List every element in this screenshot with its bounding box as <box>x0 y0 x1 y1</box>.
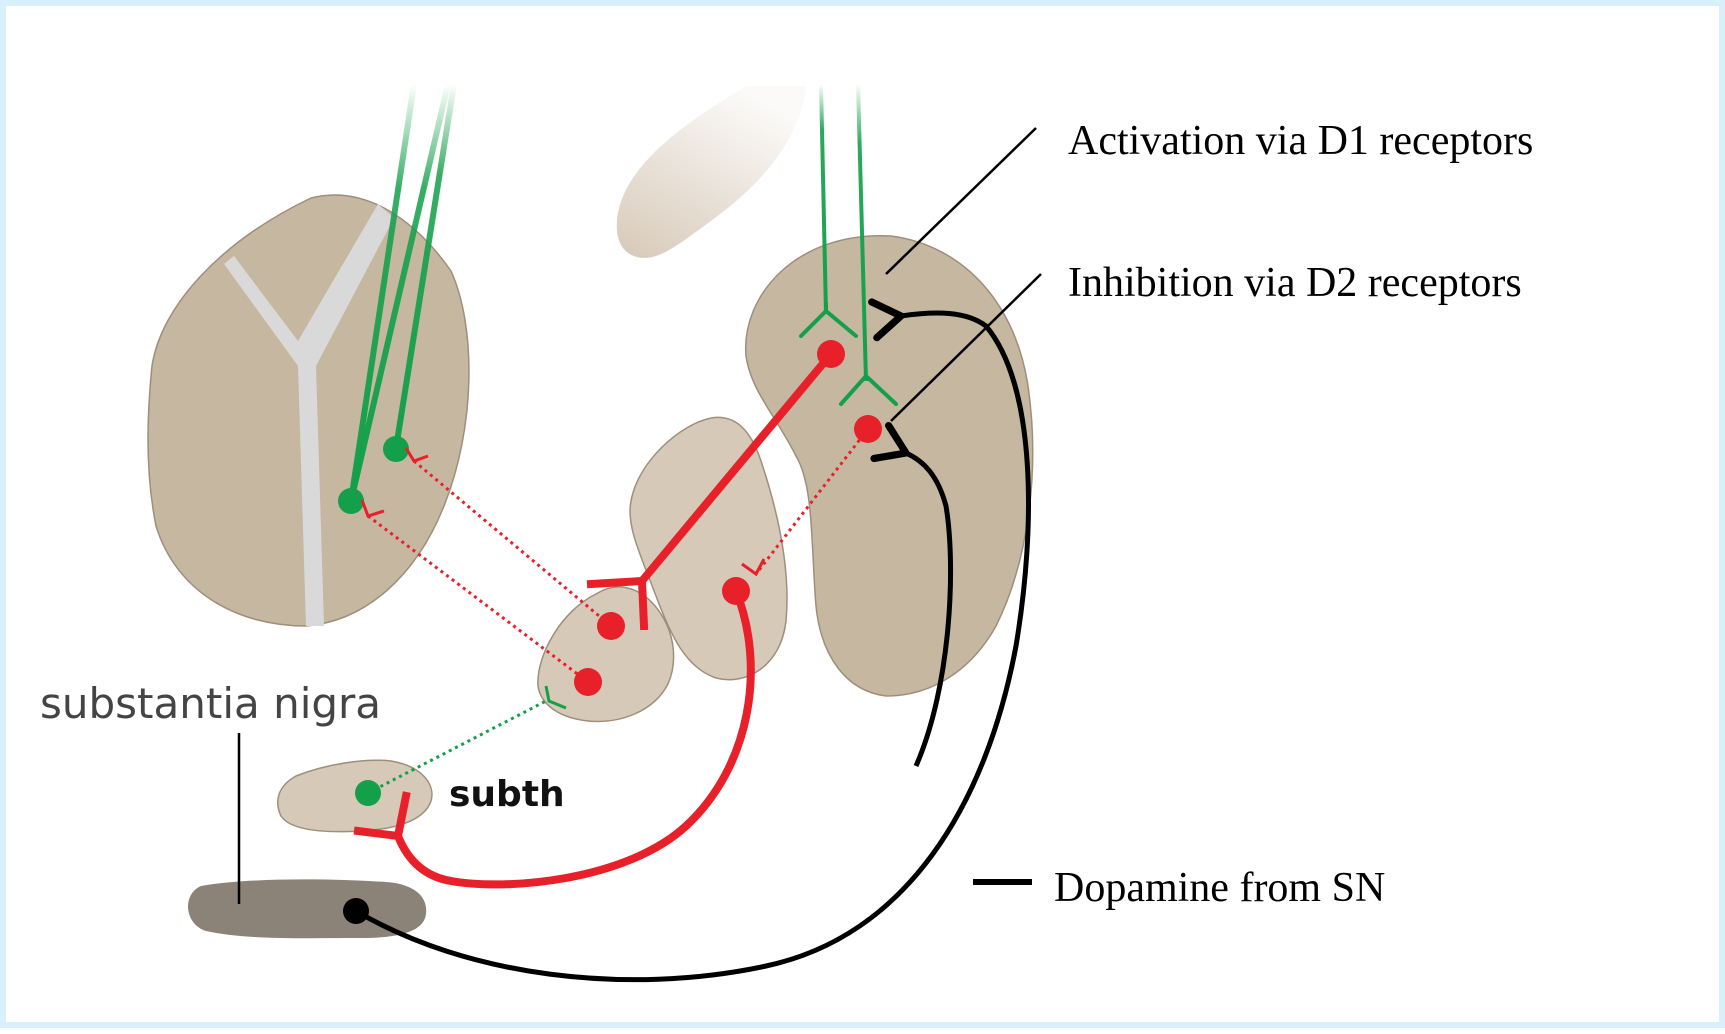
red-neuron-d1 <box>817 340 845 368</box>
striatum <box>746 236 1033 696</box>
label-substantia-nigra: substantia nigra <box>40 679 381 728</box>
leader-d1 <box>886 128 1036 274</box>
red-neuron-gpe <box>722 577 750 605</box>
label-d2: Inhibition via D2 receptors <box>1068 260 1522 306</box>
green-neuron-subth <box>355 780 381 806</box>
red-neuron-gpi-1 <box>597 612 625 640</box>
label-dopamine: Dopamine from SN <box>1054 865 1385 911</box>
globus-pallidus-internal <box>538 587 674 722</box>
label-subth: subth <box>449 774 565 815</box>
basal-ganglia-diagram: Activation via D1 receptors Inhibition v… <box>6 6 1725 1034</box>
upper-tissue <box>617 86 806 258</box>
green-neuron-cortex-1 <box>338 488 364 514</box>
label-d1: Activation via D1 receptors <box>1068 118 1533 164</box>
red-neuron-gpi-2 <box>574 668 602 696</box>
red-neuron-d2 <box>854 415 882 443</box>
black-neuron-sn <box>343 898 369 924</box>
